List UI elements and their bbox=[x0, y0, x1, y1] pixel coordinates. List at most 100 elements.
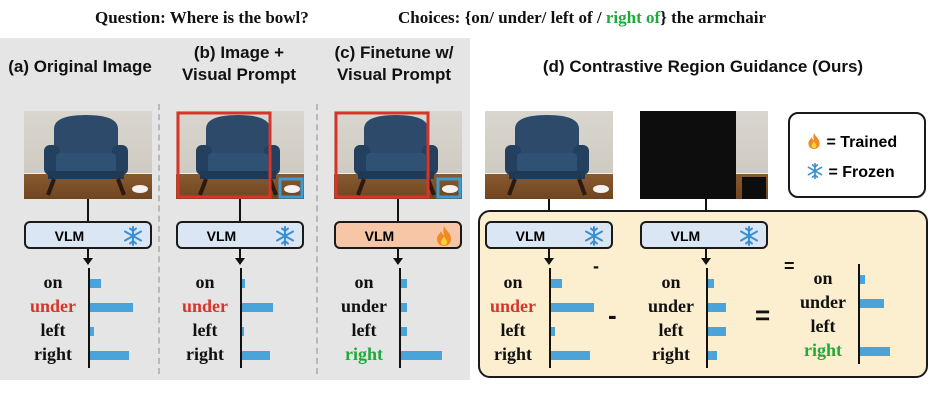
snowflake-icon bbox=[585, 226, 603, 246]
vlm-label: VLM bbox=[54, 228, 85, 244]
chart-bar-right bbox=[90, 351, 129, 360]
chart-category-label: on bbox=[661, 272, 681, 292]
chart-axis bbox=[858, 264, 860, 364]
divider-b-c bbox=[316, 104, 318, 374]
panel-d-title-line1: (d) Contrastive Region Guidance (Ours) bbox=[542, 57, 864, 76]
chart-bar-on bbox=[90, 279, 101, 288]
chart-category-label: left bbox=[40, 320, 66, 340]
chart-bar-left bbox=[551, 327, 555, 336]
question-text: Question: Where is the bowl? bbox=[95, 8, 309, 27]
arrowhead-d-left bbox=[544, 258, 554, 265]
armchair-photo-d bbox=[485, 111, 613, 199]
legend-trained-label: = Trained bbox=[826, 134, 898, 151]
chart-category-label: under bbox=[340, 296, 387, 316]
vlm-box-d-left: VLM bbox=[485, 221, 613, 249]
chart-category-label: under bbox=[489, 296, 536, 316]
chart-bar-right bbox=[551, 351, 590, 360]
chart-category-label: under bbox=[181, 296, 228, 316]
fire-icon bbox=[437, 226, 451, 246]
equals-operator: = bbox=[755, 300, 771, 330]
armchair-photo-c bbox=[334, 111, 462, 199]
snowflake-icon bbox=[807, 162, 823, 180]
vlm-box-a: VLM bbox=[24, 221, 152, 249]
chart-bar-left bbox=[90, 327, 94, 336]
masked-photo-d bbox=[640, 111, 768, 199]
panel-a-title: (a) Original Image bbox=[0, 56, 160, 78]
chart-bar-on bbox=[401, 279, 407, 288]
chart-bar-on bbox=[242, 279, 245, 288]
chart-category-label: on bbox=[195, 272, 215, 292]
arrow-shaft-b bbox=[239, 249, 241, 259]
legend-frozen-row: = Frozen bbox=[806, 162, 895, 182]
chart-category-label: on bbox=[354, 272, 374, 292]
minus-operator: - bbox=[608, 300, 617, 330]
connector-c-top bbox=[397, 199, 399, 221]
panel-b-title: (b) Image + Visual Prompt bbox=[160, 42, 318, 86]
panel-b-title-line2: Visual Prompt bbox=[182, 65, 296, 84]
mask-region-large bbox=[640, 111, 736, 199]
chart-category-label: left bbox=[351, 320, 377, 340]
chart-axis bbox=[706, 268, 708, 368]
arrow-shaft-d-right bbox=[705, 249, 707, 259]
connector-b-top bbox=[239, 199, 241, 221]
vlm-label: VLM bbox=[364, 228, 395, 244]
chart-category-label: right bbox=[186, 344, 224, 364]
chart-category-label: under bbox=[647, 296, 694, 316]
chart-bar-right bbox=[242, 351, 270, 360]
chart-axis bbox=[240, 268, 242, 368]
snowflake-icon bbox=[276, 226, 294, 246]
chart-bar-under bbox=[551, 303, 594, 312]
arrowhead-b bbox=[235, 258, 245, 265]
chart-category-label: under bbox=[29, 296, 76, 316]
chart-axis bbox=[399, 268, 401, 368]
chart-category-label: under bbox=[799, 292, 846, 312]
chart-bar-on bbox=[860, 275, 865, 284]
vlm-box-d-right: VLM bbox=[640, 221, 768, 249]
arrow-shaft-a bbox=[87, 249, 89, 259]
armchair-photo-b bbox=[176, 111, 304, 199]
chart-category-label: right bbox=[494, 344, 532, 364]
vlm-label: VLM bbox=[670, 228, 701, 244]
chart-category-label: on bbox=[43, 272, 63, 292]
chart-category-label: right bbox=[652, 344, 690, 364]
chart-bar-under bbox=[708, 303, 726, 312]
chart-category-label: right bbox=[345, 344, 383, 364]
minus-operator-small: - bbox=[593, 256, 599, 276]
chart-category-label: right bbox=[804, 340, 842, 360]
arrowhead-c bbox=[393, 258, 403, 265]
panel-b-title-line1: (b) Image + bbox=[193, 43, 285, 62]
chart-category-label: left bbox=[500, 320, 526, 340]
armchair-photo-a bbox=[24, 111, 152, 199]
choices-suffix: } the armchair bbox=[660, 8, 766, 27]
chart-bar-under bbox=[401, 303, 407, 312]
chart-bar-left bbox=[242, 327, 244, 336]
chart-category-label: left bbox=[658, 320, 684, 340]
chart-bar-right bbox=[860, 347, 890, 356]
equals-operator-small: = bbox=[784, 256, 795, 276]
fire-icon bbox=[808, 133, 820, 149]
panel-d-title: (d) Contrastive Region Guidance (Ours) bbox=[478, 56, 928, 78]
vlm-box-c: VLM bbox=[334, 221, 462, 249]
panel-c-title: (c) Finetune w/ Visual Prompt bbox=[318, 42, 470, 86]
chart-bar-left bbox=[401, 327, 407, 336]
legend-frozen-label: = Frozen bbox=[828, 164, 895, 181]
vlm-box-b: VLM bbox=[176, 221, 304, 249]
baseline-panels-background bbox=[0, 38, 470, 380]
mask-region-small bbox=[742, 177, 766, 199]
connector-a-top bbox=[87, 199, 89, 221]
arrowhead-a bbox=[83, 258, 93, 265]
choices-highlight: right of bbox=[605, 8, 661, 27]
panel-c-title-line1: (c) Finetune w/ bbox=[334, 43, 454, 62]
vlm-label: VLM bbox=[206, 228, 237, 244]
chart-bar-right bbox=[401, 351, 442, 360]
chart-category-label: on bbox=[503, 272, 523, 292]
choices-prefix: Choices: {on/ under/ left of / bbox=[398, 8, 606, 27]
chart-bar-right bbox=[708, 351, 717, 360]
chart-bar-under bbox=[90, 303, 133, 312]
panel-c-title-line2: Visual Prompt bbox=[337, 65, 451, 84]
chart-bar-on bbox=[551, 279, 562, 288]
arrow-shaft-c bbox=[397, 249, 399, 259]
divider-a-b bbox=[158, 104, 160, 374]
chart-bar-under bbox=[242, 303, 273, 312]
chart-category-label: on bbox=[813, 268, 833, 288]
